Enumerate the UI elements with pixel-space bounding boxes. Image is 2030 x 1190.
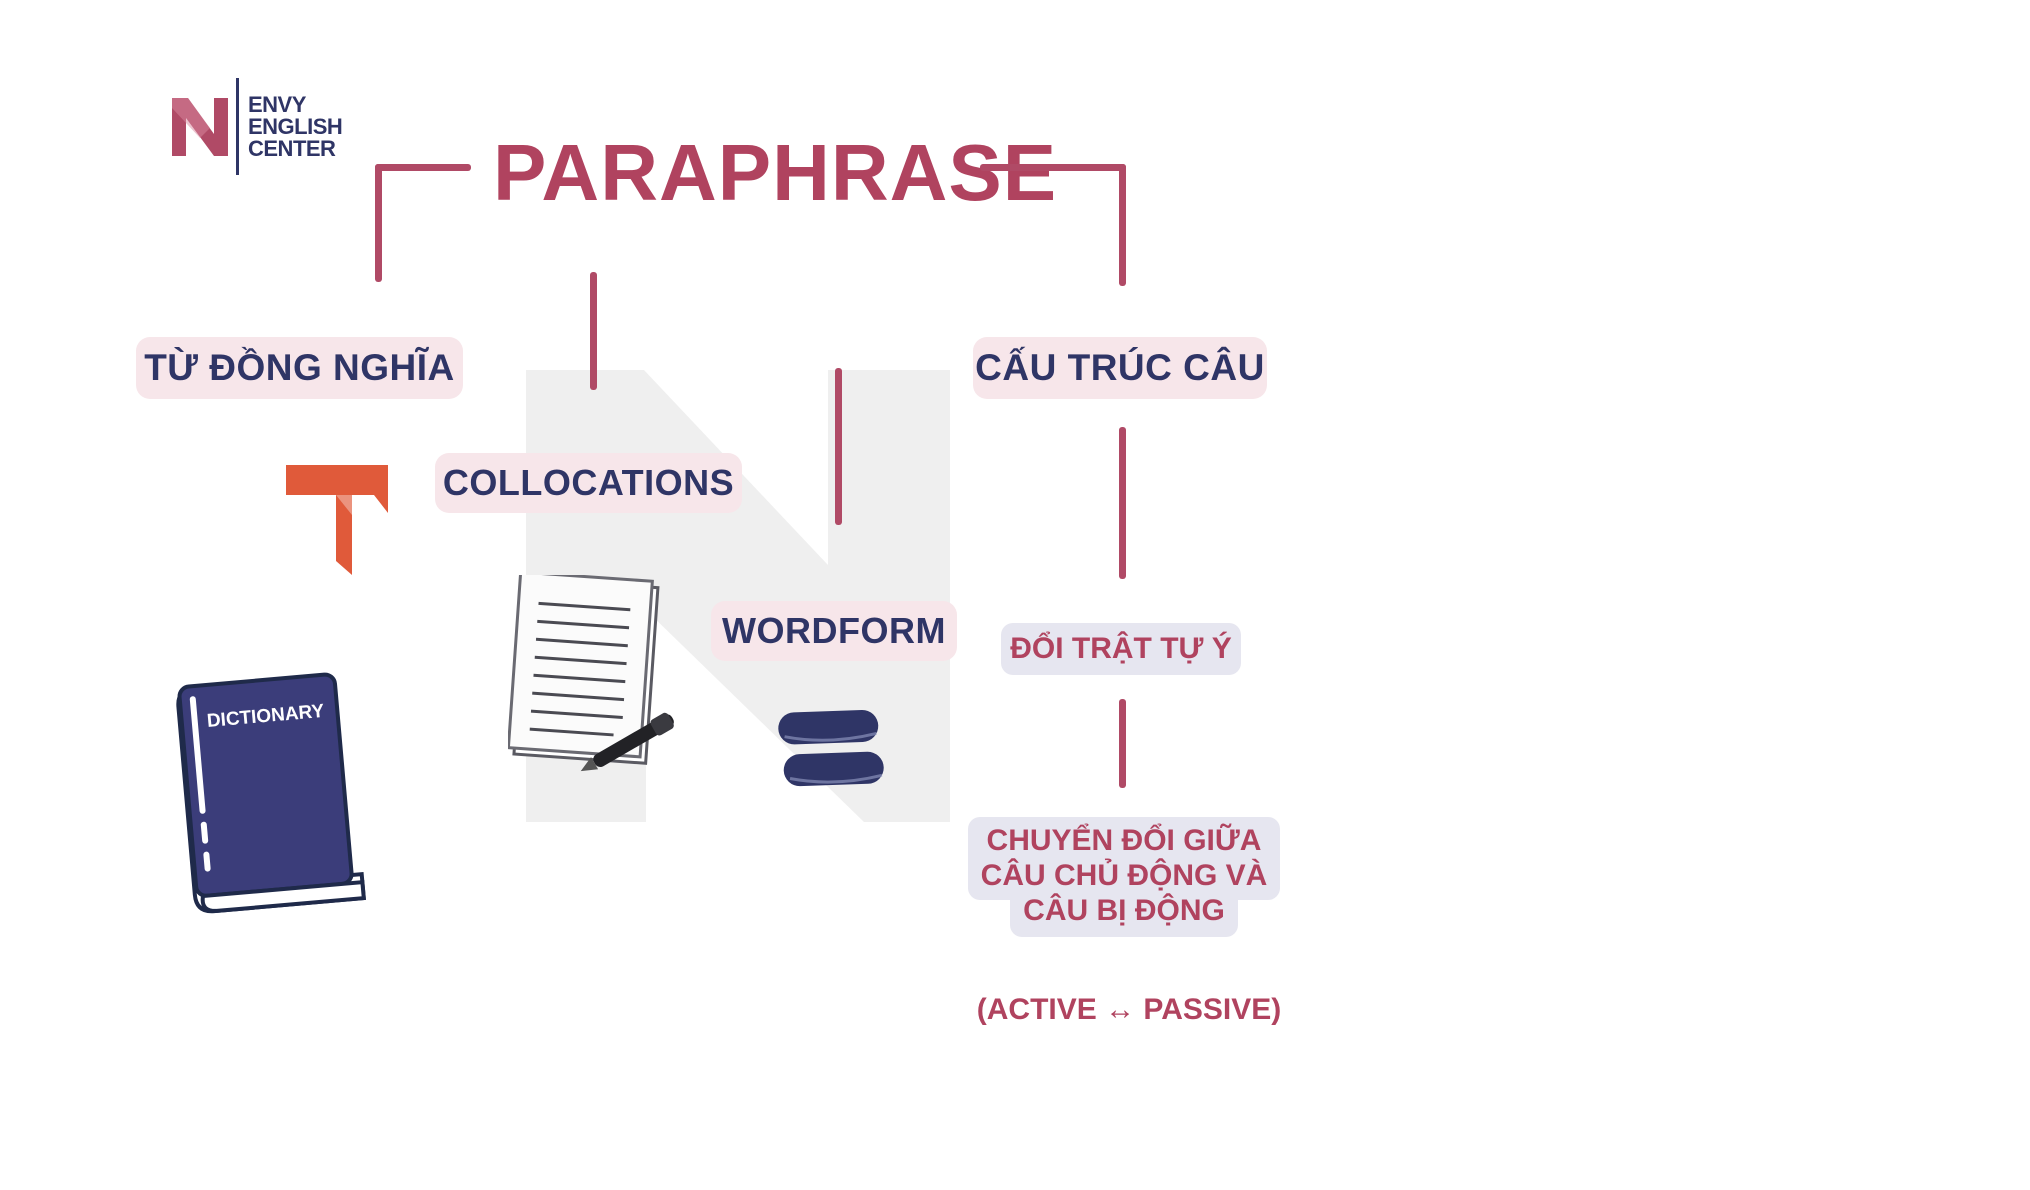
connector-wordform — [835, 368, 842, 525]
branch-collocations: COLLOCATIONS — [435, 453, 742, 513]
active-passive-box: CHUYỂN ĐỔI GIỮA CÂU CHỦ ĐỘNG VÀ CÂU BỊ Đ… — [968, 817, 1280, 937]
connector-structure-1 — [1119, 427, 1126, 579]
active-passive-line-2: CÂU CHỦ ĐỘNG VÀ — [980, 859, 1268, 892]
logo-divider — [236, 78, 239, 175]
connector-left-drop — [375, 164, 382, 282]
branch-synonyms: TỪ ĐỒNG NGHĨA — [136, 337, 463, 399]
connector-top-right — [980, 164, 1126, 171]
dictionary-book-icon: DICTIONARY — [176, 672, 366, 914]
envy-logo-icon — [172, 98, 228, 156]
active-passive-line-3: CÂU BỊ ĐỘNG — [1023, 894, 1225, 927]
logo: ENVY ENGLISH CENTER — [170, 78, 350, 178]
equals-sign-icon — [778, 709, 884, 787]
active-passive-note: (ACTIVE ↔ PASSIVE) — [976, 993, 1282, 1026]
reorder-ideas-box: ĐỔI TRẬT TỰ Ý — [1001, 623, 1241, 675]
connector-collocations — [590, 272, 597, 390]
active-passive-line-1: CHUYỂN ĐỔI GIỮA — [986, 824, 1262, 857]
logo-line-1: ENVY — [248, 92, 306, 117]
branch-sentence-structure: CẤU TRÚC CÂU — [973, 337, 1267, 399]
logo-line-2: ENGLISH — [248, 114, 343, 139]
connector-top-left — [375, 164, 471, 171]
branch-wordform: WORDFORM — [711, 601, 957, 661]
writing-paper-pen-icon — [508, 575, 674, 772]
connector-right-drop — [1119, 164, 1126, 286]
logo-line-3: CENTER — [248, 136, 336, 161]
translate-t-icon — [286, 465, 388, 575]
connector-structure-2 — [1119, 699, 1126, 788]
diagram-title: PARAPHRASE — [493, 128, 1058, 217]
logo-text: ENVY ENGLISH CENTER — [248, 92, 343, 161]
